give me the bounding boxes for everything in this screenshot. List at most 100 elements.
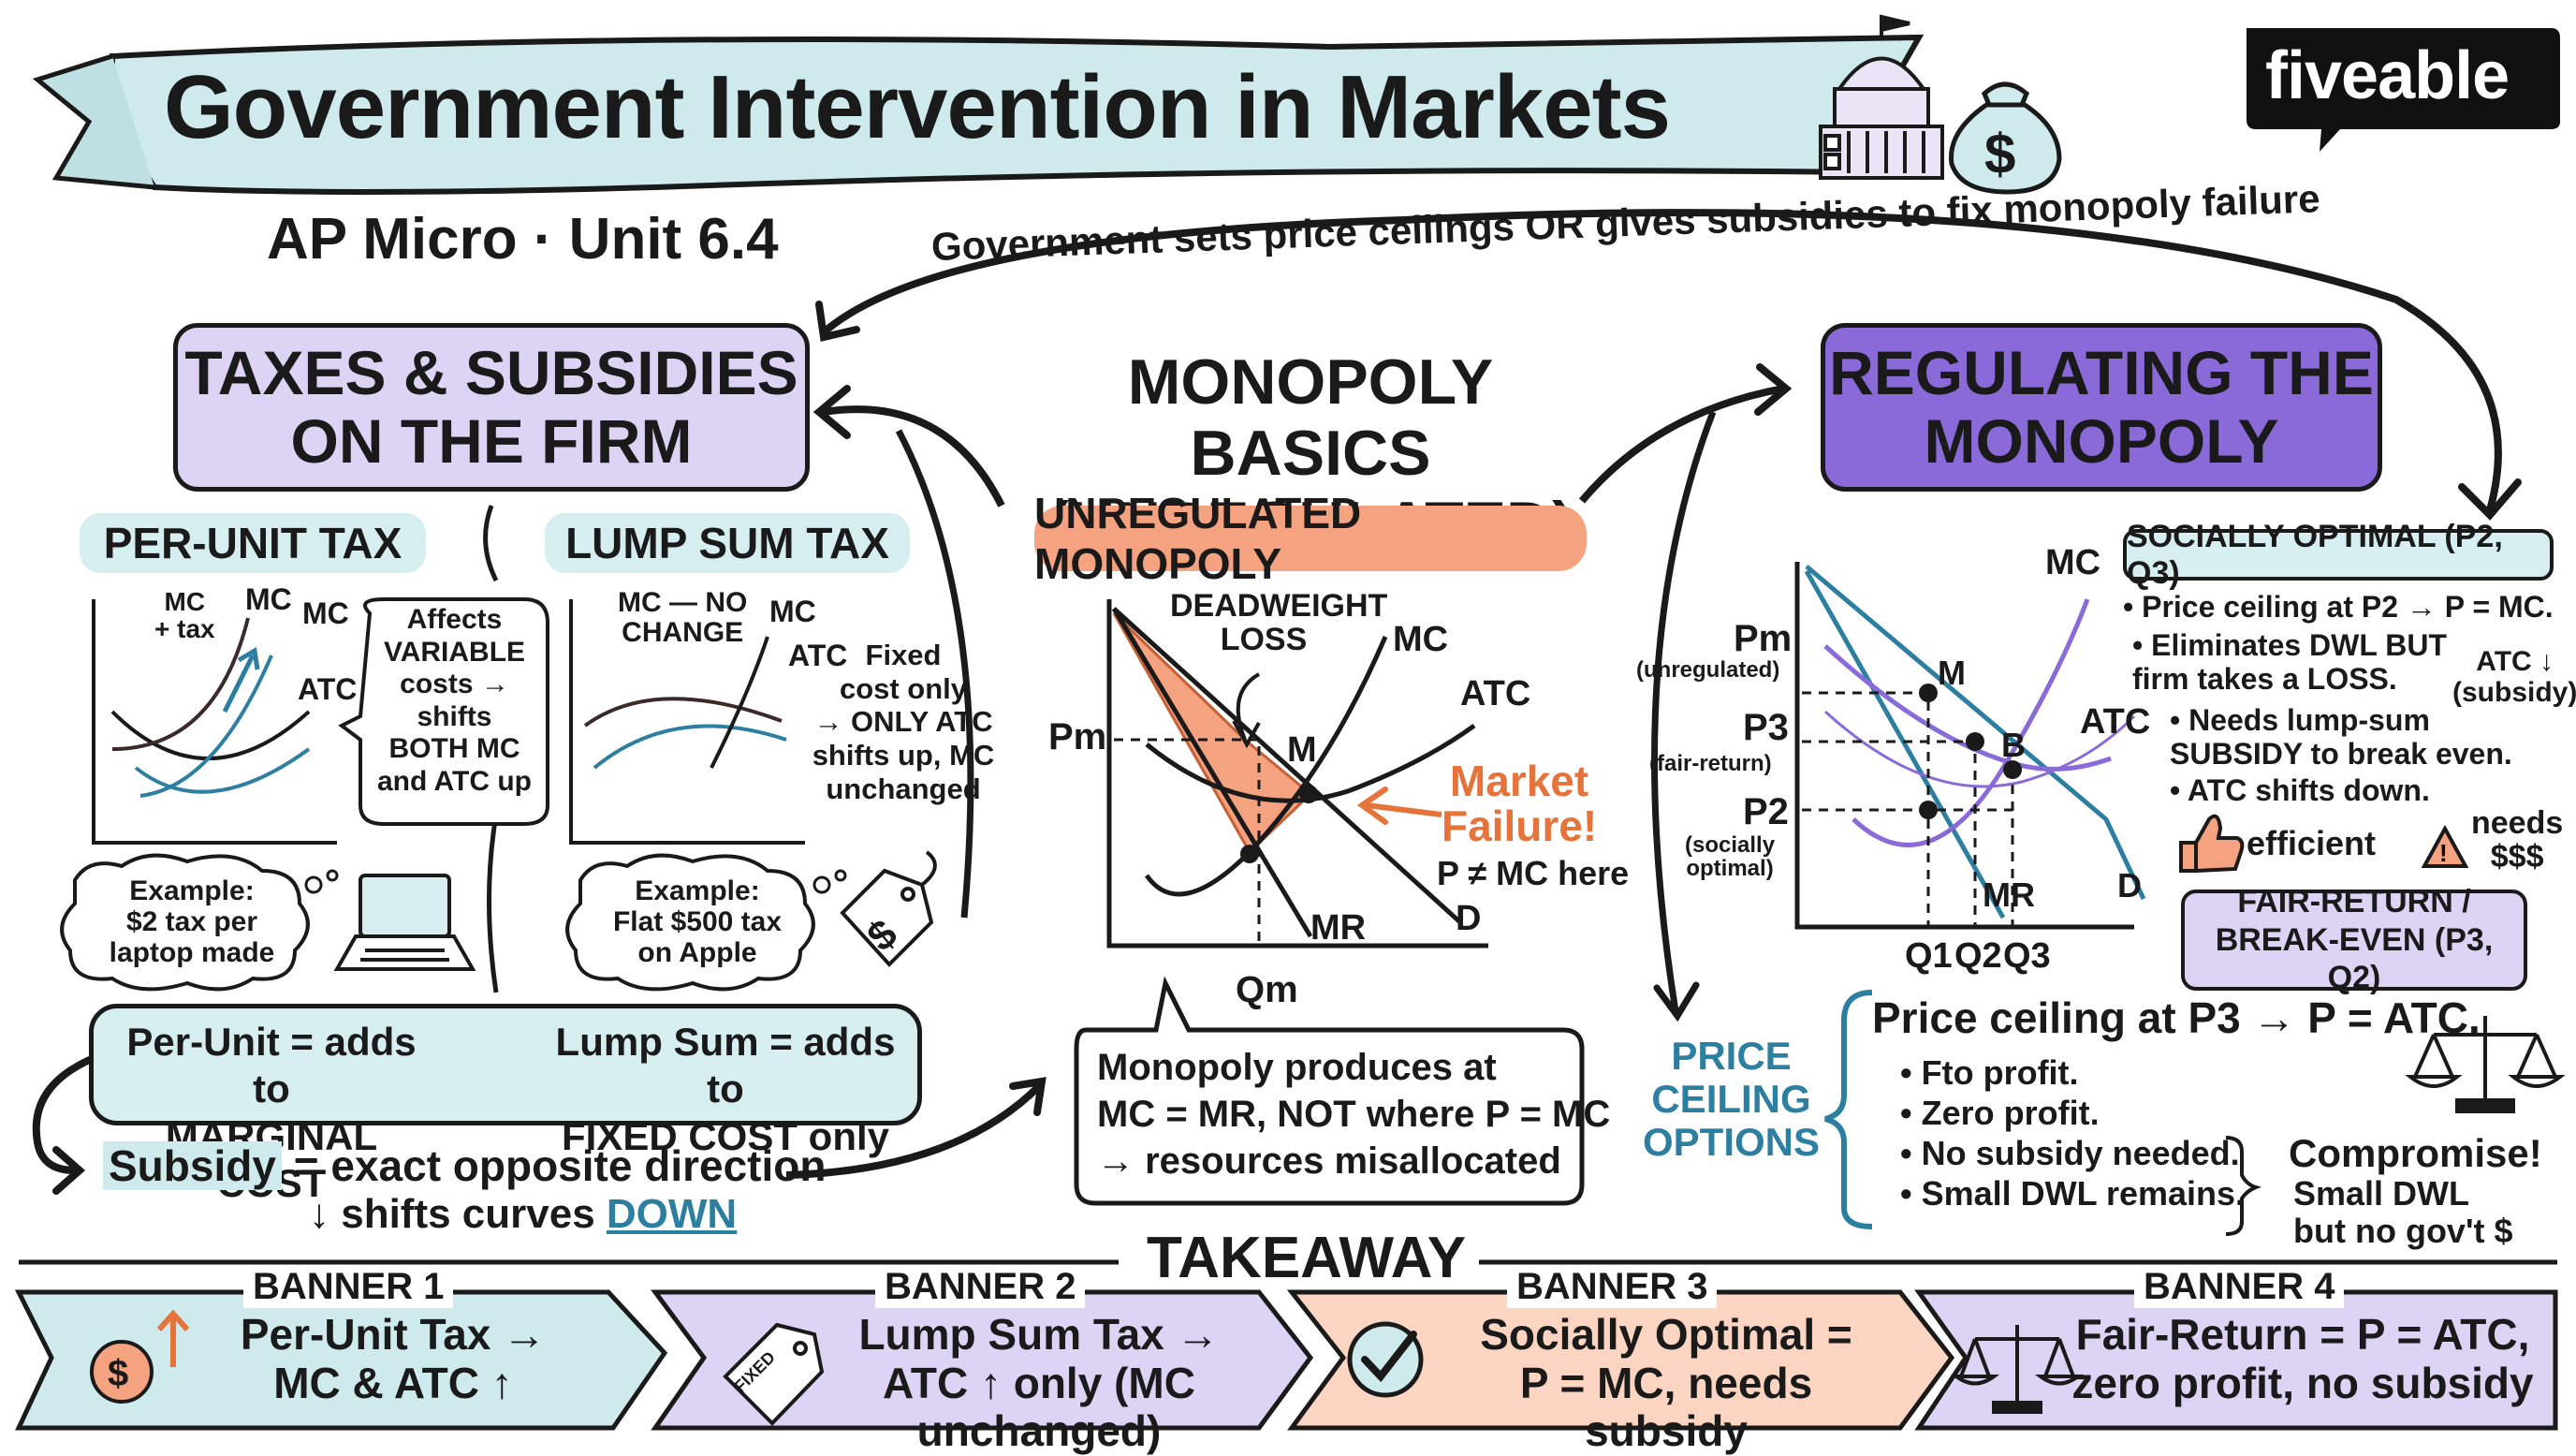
per-unit-tax-graph xyxy=(92,599,337,845)
so-bullet-2: • Eliminates DWL BUT firm takes a LOSS. xyxy=(2132,628,2447,696)
reg-pm-label: Pm xyxy=(1734,618,1793,659)
monopoly-speech-bubble xyxy=(1074,976,1585,1206)
curve-label-mc-2: MC xyxy=(302,596,349,630)
atc-subsidy-note: ATC ↓ (subsidy) xyxy=(2452,646,2576,708)
reg-mr-line xyxy=(1804,569,2006,919)
mc-curve xyxy=(1144,636,1388,897)
price-tag-icon: $ xyxy=(840,850,937,967)
checkmark-icon xyxy=(1347,1321,1424,1398)
banner-1-shape xyxy=(14,1289,668,1431)
subsidy-line-2: ↓ shifts curves DOWN xyxy=(309,1191,737,1238)
reg-q1-label: Q1 xyxy=(1905,936,1953,976)
thumbs-up-icon xyxy=(2179,814,2245,874)
curve-label-mc-tax: MC + tax xyxy=(154,587,215,644)
svg-text:$: $ xyxy=(1984,123,2015,185)
reg-m-label: M xyxy=(1938,654,1966,692)
laptop-icon xyxy=(333,874,476,971)
reg-mc-curve xyxy=(1852,598,2090,847)
compare-lump-sum: Lump Sum = adds to FIXED COST only xyxy=(555,1020,896,1158)
fr-bullet-2: • Zero profit. xyxy=(1900,1094,2100,1132)
needs-money-label: needs $$$ xyxy=(2471,805,2564,875)
curve-label-mc-1: MC xyxy=(245,582,292,616)
subsidy-word: Subsidy xyxy=(103,1141,282,1190)
center-d-label: D xyxy=(1456,899,1482,938)
center-mr-label: MR xyxy=(1310,908,1367,948)
right-heading: REGULATING THE MONOPOLY xyxy=(1821,323,2382,492)
reg-atc-curve xyxy=(1823,644,2112,772)
atc-curve xyxy=(1145,723,1476,803)
banner-2-label: BANNER 2 xyxy=(875,1266,1086,1308)
demand-line xyxy=(1112,607,1462,924)
per-unit-tax-label: PER-UNIT TAX xyxy=(80,513,426,573)
socially-optimal-tag: SOCIALLY OPTIMAL (P2, Q3) xyxy=(2123,519,2554,591)
reg-d-label: D xyxy=(2117,866,2142,904)
lump-curve-label-mc-no-change: MC — NO CHANGE xyxy=(618,587,748,648)
price-ceiling-options-label: PRICE CEILING OPTIONS xyxy=(1643,1034,1821,1165)
fiveable-logo-box xyxy=(2247,28,2560,152)
banner-3-text: Socially Optimal = P = MC, needs subsidy xyxy=(1480,1310,1852,1456)
svg-text:!: ! xyxy=(2439,839,2448,867)
center-atc-label: ATC xyxy=(1460,674,1531,713)
fixed-tag-icon xyxy=(723,1322,825,1426)
reg-q2-label: Q2 xyxy=(1954,936,2002,976)
takeaway-heading: TAKEAWAY xyxy=(1147,1226,1467,1290)
reg-mc-label: MC xyxy=(2045,543,2101,582)
page-title: Government Intervention in Markets xyxy=(164,57,1671,157)
svg-text:$: $ xyxy=(108,1353,128,1394)
per-unit-example: Example: $2 tax per laptop made xyxy=(109,875,275,968)
fr-bullet-4: • Small DWL remains. xyxy=(1900,1174,2246,1213)
capitol-icon xyxy=(1819,14,1944,180)
reg-p2-label: P2 xyxy=(1743,791,1789,832)
lump-sum-tax-graph xyxy=(569,599,805,845)
banner-3-label: BANNER 3 xyxy=(1507,1266,1718,1308)
banner-1-label: BANNER 1 xyxy=(243,1266,454,1308)
curve-label-atc: ATC xyxy=(298,672,358,706)
unregulated-monopoly-tag: UNREGULATED MONOPOLY xyxy=(1034,489,1587,588)
lump-curve-label-mc: MC xyxy=(769,595,816,628)
reg-b-label: B xyxy=(2001,726,2026,764)
reg-p3-note: (fair-return) xyxy=(1649,751,1772,776)
monopoly-bubble-text: Monopoly produces at MC = MR, NOT where … xyxy=(1097,1047,1611,1182)
subtitle: AP Micro · Unit 6.4 xyxy=(267,207,779,272)
lump-curve-label-atc: ATC xyxy=(788,639,848,672)
fair-return-tag: FAIR-RETURN / BREAK-EVEN (P3, Q2) xyxy=(2181,884,2527,995)
lump-sum-example: Example: Flat $500 tax on Apple xyxy=(612,875,783,968)
reg-demand-line xyxy=(1805,565,2146,901)
market-failure-label: Market Failure! xyxy=(1442,757,1598,851)
so-bullet-4: • ATC shifts down. xyxy=(2170,773,2430,807)
reg-atc-label: ATC xyxy=(2080,702,2151,742)
reg-pm-note: (unregulated) xyxy=(1636,657,1780,683)
compromise-label: Compromise! xyxy=(2289,1131,2542,1175)
subsidy-down: DOWN xyxy=(606,1191,738,1237)
scales-icon xyxy=(1950,1325,2085,1414)
efficient-label: efficient xyxy=(2247,824,2377,862)
compare-box xyxy=(89,1004,922,1125)
fr-bullet-1: • Fto profit. xyxy=(1900,1053,2079,1092)
lump-sum-tax-label: LUMP SUM TAX xyxy=(545,513,910,573)
per-unit-note: Affects VARIABLE costs → shifts BOTH MC … xyxy=(377,604,532,797)
center-qm-label: Qm xyxy=(1236,969,1298,1010)
fair-return-headline: Price ceiling at P3 → P = ATC. xyxy=(1872,993,2481,1042)
money-bag-icon: $ xyxy=(1949,81,2062,195)
banner-3-shape xyxy=(1286,1289,1955,1431)
coin-up-arrow-icon: $ xyxy=(90,1309,190,1404)
p-not-mc-label: P ≠ MC here xyxy=(1437,854,1630,892)
mr-line xyxy=(1111,607,1313,938)
example-cloud-1 xyxy=(60,853,310,992)
top-arc-arrow xyxy=(821,209,2502,512)
so-bullet-3: • Needs lump-sum SUBSIDY to break even. xyxy=(2170,703,2512,771)
center-m-label: M xyxy=(1287,730,1317,770)
monopoly-graph xyxy=(1106,599,1488,949)
regulated-monopoly-graph xyxy=(1794,562,2146,930)
banner-4-label: BANNER 4 xyxy=(2134,1266,2345,1308)
warning-icon: ! xyxy=(2421,824,2469,868)
center-mc-label: MC xyxy=(1393,620,1449,659)
fr-bullet-3: • No subsidy needed. xyxy=(1900,1134,2240,1172)
example-cloud-2 xyxy=(565,853,815,992)
left-heading: TAXES & SUBSIDIES ON THE FIRM xyxy=(173,323,810,492)
banner-2-shape xyxy=(651,1289,1314,1431)
banner-1-text: Per-Unit Tax → MC & ATC ↑ xyxy=(240,1310,547,1407)
banner-4-text: Fair-Return = P = ATC, zero profit, no s… xyxy=(2071,1310,2534,1407)
subsidy-line2-prefix: ↓ shifts curves xyxy=(309,1191,607,1237)
